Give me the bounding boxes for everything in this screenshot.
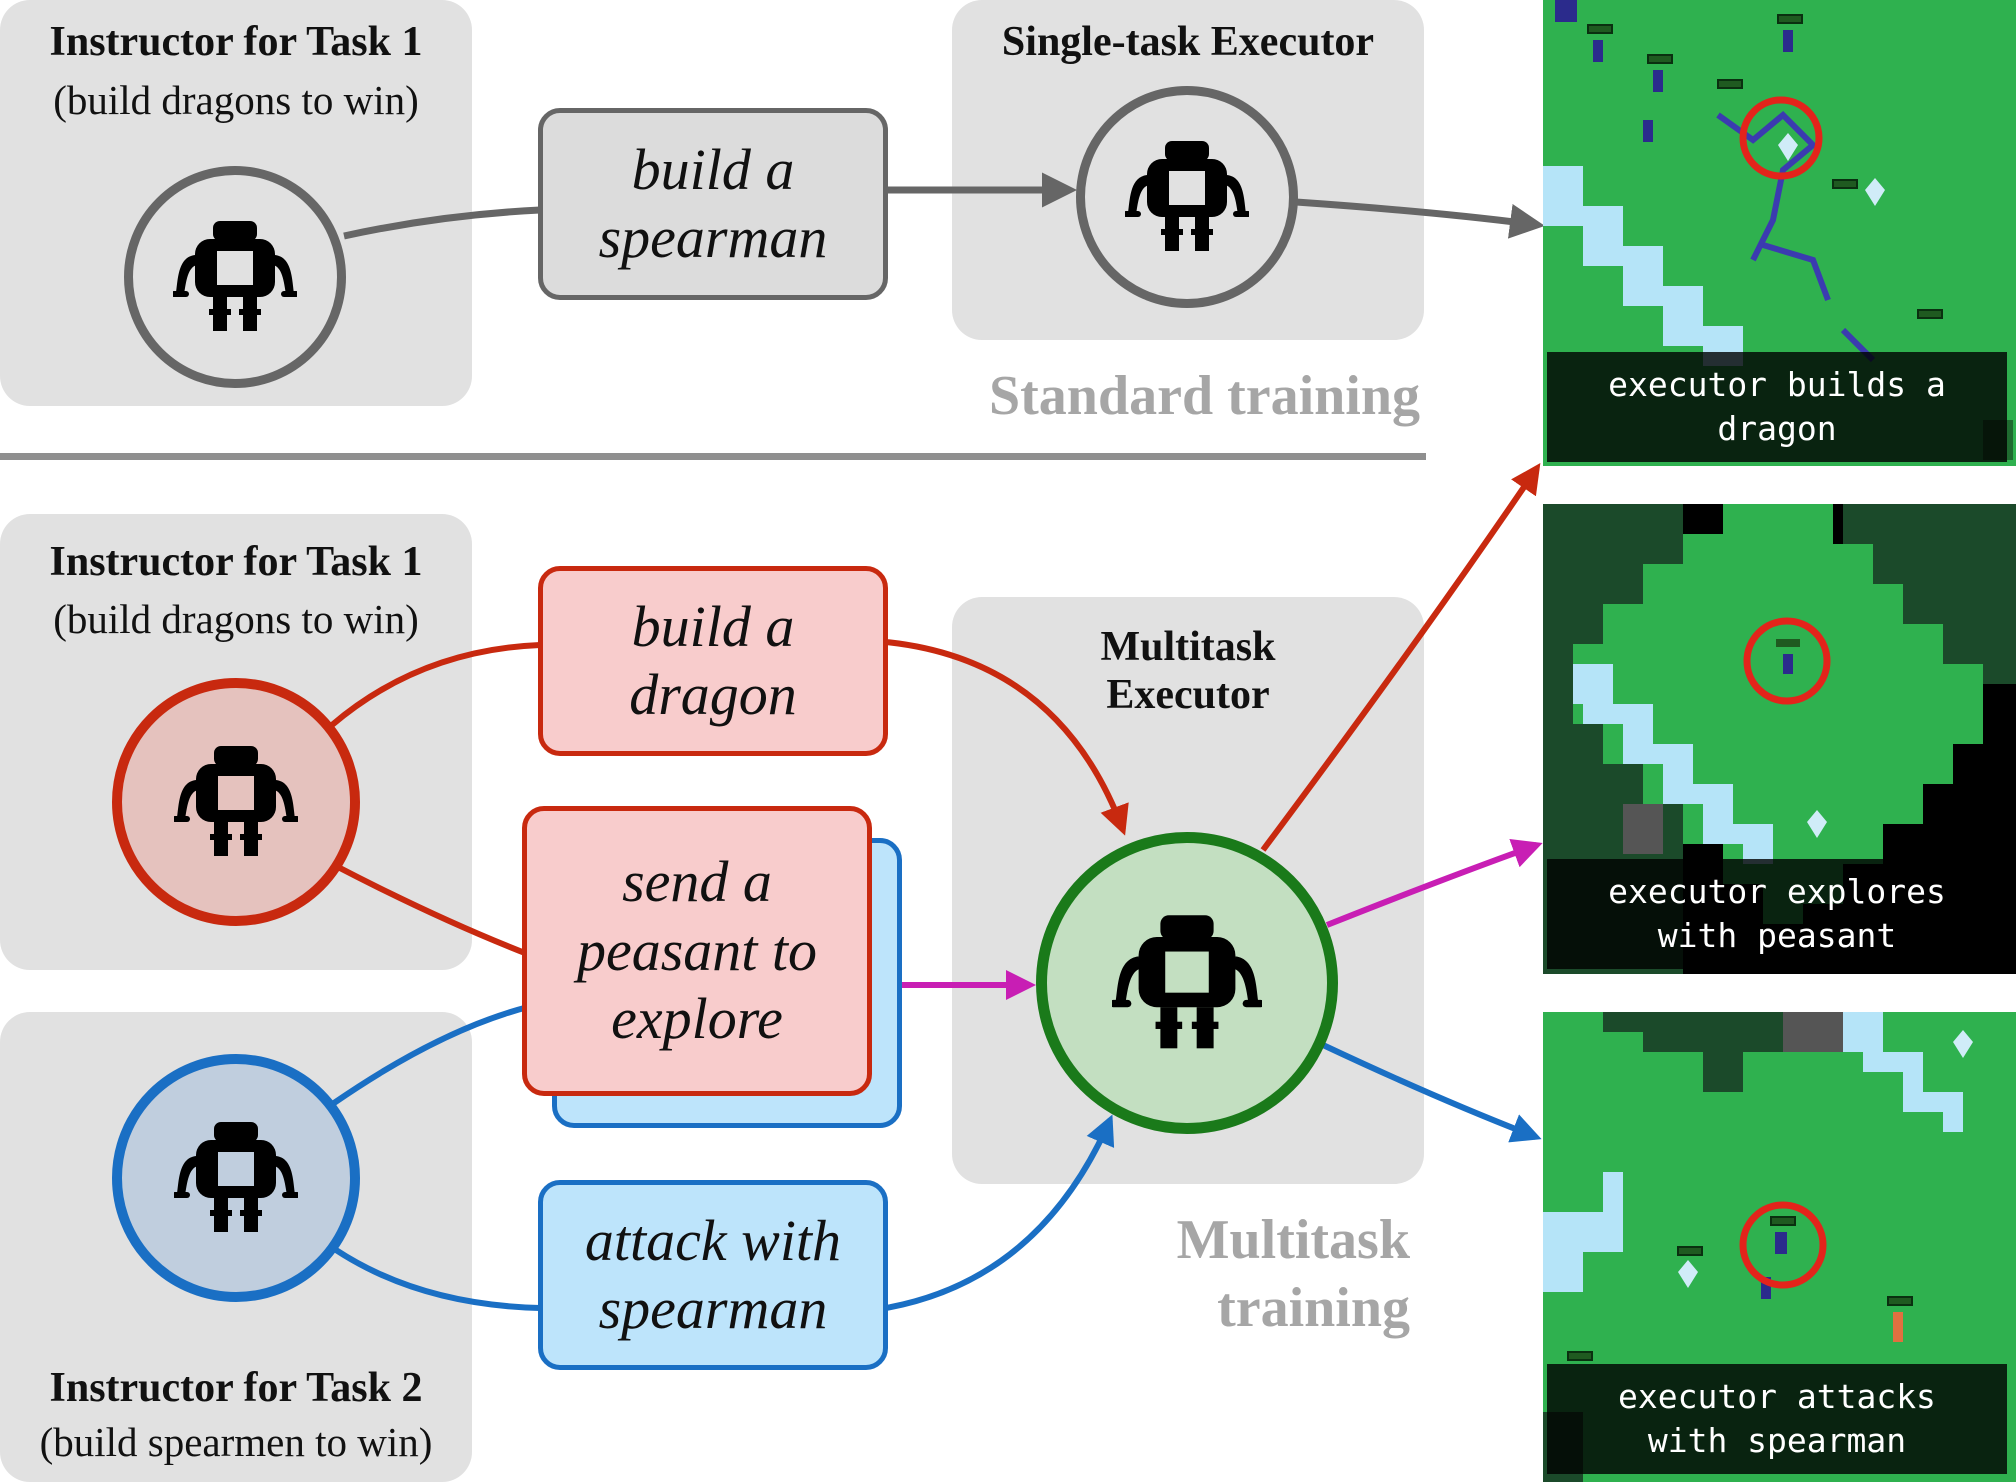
arrow-red-instructor-to-dragon [330,642,541,728]
message-attack-spearman: attack with spearman [538,1180,888,1370]
instructor-subtitle-standard: (build dragons to win) [53,77,419,123]
game-caption-dragon: executor builds a dragon [1547,352,2007,462]
multitask-training-label: Multitask training [1176,1209,1410,1340]
message-build-dragon-text: build a dragon [629,593,797,727]
message-build-spearman-text: build a spearman [598,136,828,270]
standard-instructor-agent [124,166,346,388]
arrow-executor-to-game [1295,198,1545,239]
arrow-blue-instructor-to-attack [334,1247,541,1311]
game-view-explore: executor explores with peasant [1543,504,2016,974]
section-divider [0,453,1426,460]
instructor1-subtitle-multitask: (build dragons to win) [53,596,419,642]
game-caption-explore: executor explores with peasant [1547,859,2007,969]
arrow-dragon-to-executor [885,639,1129,836]
game-caption-attack: executor attacks with spearman [1547,1364,2007,1474]
robot-icon [174,1122,298,1232]
multitask-executor-agent [1036,832,1338,1134]
message-build-dragon: build a dragon [538,566,888,756]
target-circle-icon [1739,1201,1827,1289]
single-task-executor-agent [1076,86,1298,308]
arrow-executor-to-game-explore [1325,839,1543,928]
standard-training-label: Standard training [989,365,1420,427]
message-send-peasant-explore-text: send a peasant to explore [576,849,818,1052]
robot-icon [1125,141,1249,251]
task2-instructor-agent [112,1054,360,1302]
arrow-instructor-to-message [343,206,541,240]
target-circle-icon [1739,96,1823,180]
executor-title-multitask: Multitask Executor [1100,624,1276,719]
task1-instructor-agent [112,678,360,926]
instructor1-title-multitask: Instructor for Task 1 [49,539,423,585]
game-caption-attack-text: executor attacks with spearman [1618,1377,1936,1460]
arrow-red-instructor-to-explore [334,863,532,958]
arrow-executor-to-game-dragon [1260,463,1541,852]
game-view-attack: executor attacks with spearman [1543,1012,2016,1482]
executor-title-standard: Single-task Executor [1001,19,1375,65]
robot-icon [174,746,298,856]
message-attack-spearman-text: attack with spearman [584,1207,842,1341]
robot-icon [173,221,297,331]
message-send-peasant-explore: send a peasant to explore [522,806,872,1096]
target-circle-icon [1743,617,1831,705]
message-build-spearman: build a spearman [538,108,888,300]
instructor2-title-multitask: Instructor for Task 2 [49,1365,423,1411]
arrow-blue-instructor-to-explore [332,1004,529,1106]
arrow-executor-to-game-attack [1321,1042,1542,1143]
game-view-dragon: executor builds a dragon [1543,0,2016,466]
game-caption-explore-text: executor explores with peasant [1608,872,1946,955]
instructor-title-standard: Instructor for Task 1 [49,19,423,65]
arrow-attack-to-executor [885,1114,1115,1311]
instructor2-subtitle-multitask: (build spearmen to win) [39,1419,433,1465]
robot-icon [1112,915,1262,1049]
game-caption-dragon-text: executor builds a dragon [1608,365,1946,448]
